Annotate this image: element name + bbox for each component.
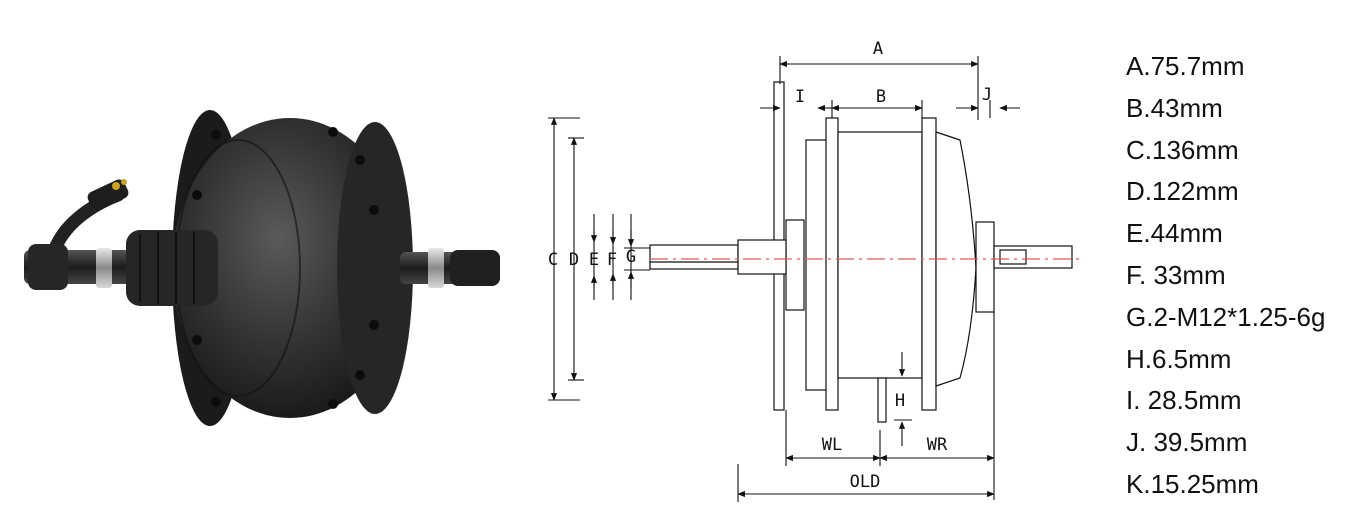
dim-label-old: OLD bbox=[850, 472, 881, 492]
dim-label-c: C bbox=[548, 250, 558, 270]
dim-label-e: E bbox=[589, 250, 599, 270]
spec-item-k: K.15.25mm bbox=[1126, 468, 1259, 499]
dim-label-j: J bbox=[982, 85, 992, 105]
spec-item-j: J. 39.5mm bbox=[1126, 427, 1248, 458]
dimension-lines bbox=[548, 56, 1020, 502]
spec-item-g: G.2-M12*1.25-6g bbox=[1126, 301, 1326, 332]
dimension-labels: A I B J C D E F G H WL WR OLD bbox=[548, 39, 992, 492]
dim-label-i: I bbox=[795, 87, 805, 107]
spec-item-d: D.122mm bbox=[1126, 176, 1239, 207]
dim-label-wr: WR bbox=[927, 435, 948, 455]
cable-connector bbox=[87, 179, 129, 211]
dim-label-f: F bbox=[607, 250, 617, 270]
dim-label-b: B bbox=[876, 87, 886, 107]
spec-item-e: E.44mm bbox=[1126, 218, 1223, 249]
dim-label-d: D bbox=[569, 250, 579, 270]
hub-motor-photo bbox=[24, 110, 500, 426]
left-axle-nut bbox=[96, 248, 112, 288]
dim-label-a: A bbox=[873, 39, 883, 59]
dim-label-h: H bbox=[895, 391, 905, 411]
spec-item-i: I. 28.5mm bbox=[1126, 385, 1242, 416]
right-axle-nut bbox=[428, 248, 444, 288]
spec-item-c: C.136mm bbox=[1126, 134, 1239, 165]
spec-list: A.75.7mm B.43mm C.136mm D.122mm E.44mm F… bbox=[1126, 46, 1325, 506]
dim-label-wl: WL bbox=[822, 435, 842, 455]
spec-item-h: H.6.5mm bbox=[1126, 343, 1232, 374]
spec-item-b: B.43mm bbox=[1126, 92, 1223, 123]
spec-item-f: F. 33mm bbox=[1126, 259, 1226, 290]
dim-label-g: G bbox=[626, 247, 636, 267]
technical-drawing bbox=[649, 81, 1082, 423]
spec-item-a: A.75.7mm bbox=[1126, 51, 1245, 81]
